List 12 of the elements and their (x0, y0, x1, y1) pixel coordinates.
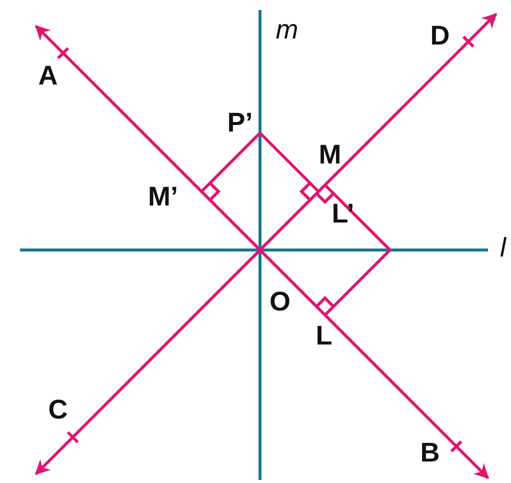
point-label: D (430, 22, 450, 50)
point-label: O (270, 288, 290, 316)
point-label: L (316, 322, 332, 350)
line-label: l (500, 234, 506, 262)
point-label: P’ (227, 110, 253, 136)
line-label: m (276, 16, 298, 44)
point-label: C (48, 396, 68, 424)
point-label: M’ (148, 184, 178, 210)
point-label: A (38, 62, 58, 90)
point-label: L’ (332, 200, 354, 228)
point-label: M (318, 142, 342, 168)
point-label: B (420, 440, 440, 466)
